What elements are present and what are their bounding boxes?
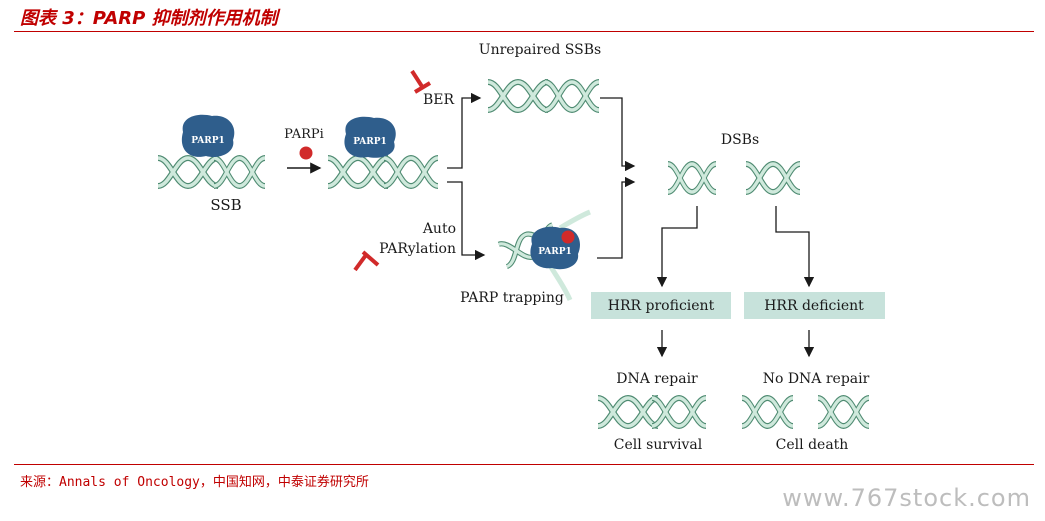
parp1-protein-left: PARP1: [181, 114, 235, 158]
parp-inhibitor-dot: [299, 146, 313, 160]
dsb-to-proficient-line: [656, 206, 698, 288]
parylation-inhibition-symbol: [353, 250, 380, 272]
parpi-label: PARPi: [284, 127, 324, 142]
hrr-proficient-box: [591, 292, 731, 319]
parp1-label-left: PARP1: [191, 136, 225, 146]
ber-branch-line: [447, 92, 482, 169]
unrepaired-to-dsb-line: [600, 97, 636, 172]
source-line: 来源：Annals of Oncology，中国知网，中泰证券研究所: [20, 475, 369, 490]
dsbs-dna: [668, 164, 800, 192]
parp1-protein-center: PARP1: [344, 116, 396, 158]
dsb-to-deficient-line: [775, 206, 815, 288]
parp-bound-dna: [328, 158, 438, 186]
hrr-proficient-label: HRR proficient: [608, 298, 715, 314]
parp-trapping-label: PARP trapping: [460, 290, 564, 306]
auto-label: Auto: [422, 221, 456, 237]
dsbs-label: DSBs: [721, 132, 759, 148]
figure-title: 图表 3：PARP 抑制剂作用机制: [20, 8, 278, 29]
source-rule: [14, 464, 1034, 465]
parylation-branch-line: [447, 181, 486, 261]
hrr-deficient-label: HRR deficient: [764, 298, 864, 314]
parp1-label-trapped: PARP1: [538, 247, 572, 257]
ber-inhibition-symbol: [410, 69, 432, 94]
unrepaired-ssbs-dna: [488, 82, 599, 110]
watermark: www.767stock.com: [782, 484, 1031, 512]
cell-death-label: Cell death: [776, 437, 849, 453]
title-rule: [14, 31, 1034, 32]
ssb-label: SSB: [210, 196, 241, 214]
repaired-dna: [598, 398, 706, 426]
no-dna-repair-label: No DNA repair: [763, 371, 870, 387]
parylation-label: PARylation: [379, 241, 456, 257]
ber-label: BER: [423, 92, 455, 108]
ssb-dna: [158, 158, 265, 186]
trapped-inhibitor-dot: [561, 230, 575, 244]
broken-dna: [742, 398, 869, 426]
trapping-to-dsb-line: [597, 176, 636, 259]
hrr-deficient-box: [744, 292, 885, 319]
unrepaired-ssbs-label: Unrepaired SSBs: [479, 42, 601, 58]
parp1-label-center: PARP1: [353, 137, 387, 147]
cell-survival-label: Cell survival: [614, 437, 703, 453]
dna-repair-label: DNA repair: [616, 371, 698, 387]
